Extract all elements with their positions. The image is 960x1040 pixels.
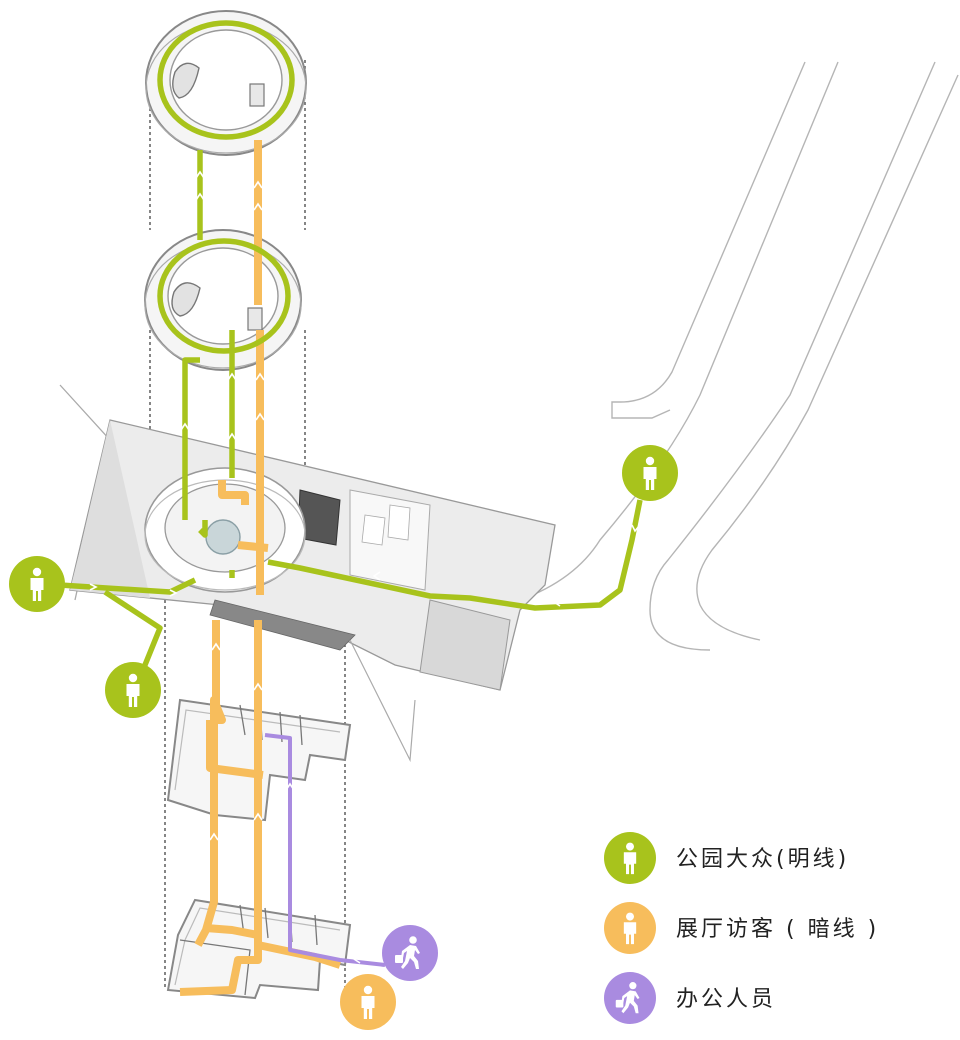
legend-label: 办公人员 [676,987,776,1012]
marker-public-entry-west [9,556,65,612]
road [519,61,959,651]
marker-visitor-entry [340,974,396,1030]
legend-item-public: 公园大众(明线) [604,832,849,884]
public-route [59,20,643,692]
legend-label: 公园大众(明线) [676,847,849,872]
marker-office-entry [382,925,438,981]
legend-label: 展厅访客 ( 暗线 ) [676,917,879,942]
marker-public-entry-southwest [105,662,161,718]
marker-public-entry-east [622,445,678,501]
legend: 公园大众(明线) 展厅访客 ( 暗线 ) 办公人员 [604,832,879,1024]
route-arrows [89,170,640,964]
legend-item-visitor: 展厅访客 ( 暗线 ) [604,902,879,954]
legend-item-office: 办公人员 [604,972,776,1024]
office-route [264,733,386,967]
top-ring-floor [145,10,307,156]
